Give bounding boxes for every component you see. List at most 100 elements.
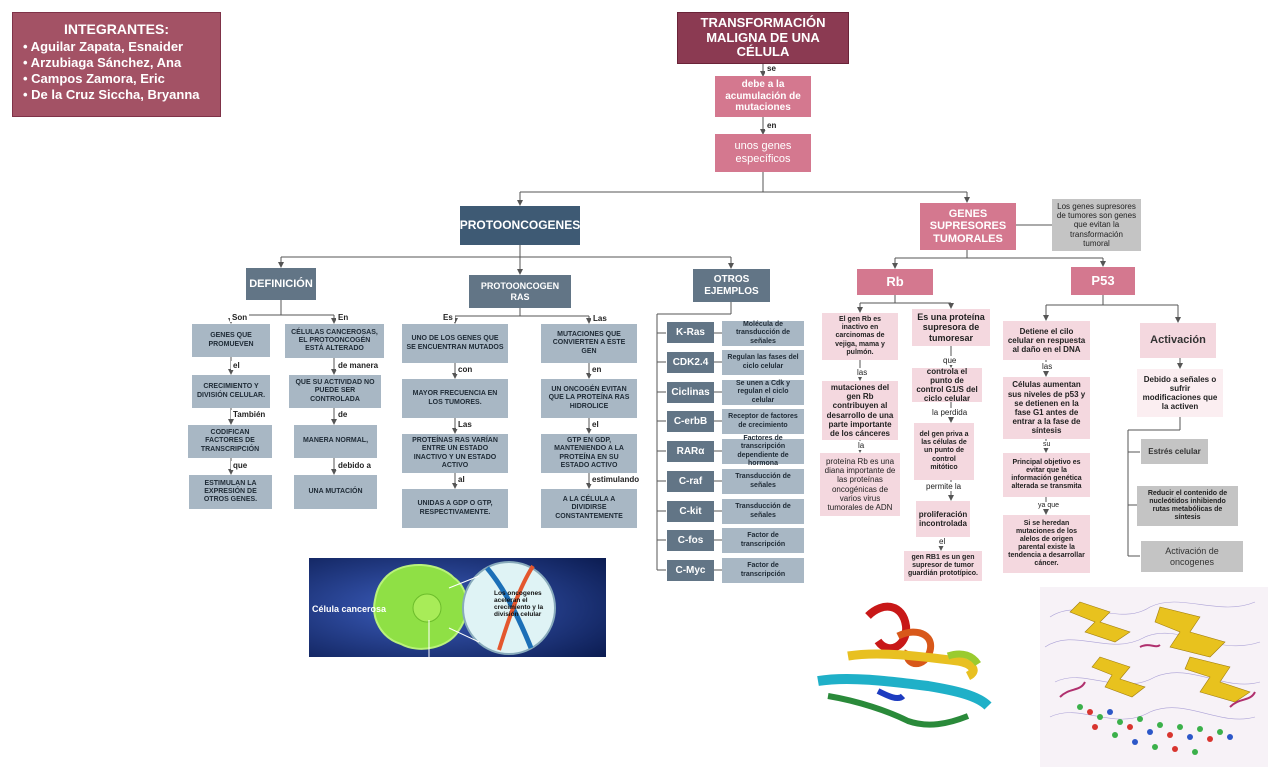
p53-node: P53 (1071, 267, 1135, 295)
gene-c-kit: C-kit (667, 501, 714, 522)
member-3: • Campos Zamora, Eric (23, 71, 165, 86)
label-el-rb: el (937, 537, 948, 546)
integrantes-box: INTEGRANTES: • Aguilar Zapata, Esnaider … (12, 12, 221, 117)
rb1-node: gen RB1 es un gen supresor de tumor guar… (904, 551, 982, 581)
oncogen-evitan-node: UN ONCOGÉN EVITAN QUE LA PROTEÍNA RAS HI… (541, 379, 637, 418)
label-se: se (765, 64, 778, 73)
supresores-note: Los genes supresores de tumores son gene… (1052, 199, 1141, 251)
label-en: en (765, 121, 779, 130)
integrantes-title: INTEGRANTES: (64, 21, 169, 37)
label-con: con (456, 365, 475, 374)
label-de: de (336, 410, 350, 419)
mutaciones-convierten-node: MUTACIONES QUE CONVIERTEN A ESTE GEN (541, 324, 637, 363)
crecimiento-node: CRECIMIENTO Y DIVISIÓN CELULAR. (192, 375, 270, 408)
una-mutacion-node: UNA MUTACIÓN (294, 475, 377, 509)
detiene-node: Detiene el cilo celular en respuesta al … (1003, 321, 1090, 360)
gene-k-ras: K-Ras (667, 322, 714, 343)
member-2: • Arzubiaga Sánchez, Ana (23, 55, 182, 70)
si-heredan-node: Si se heredan mutaciones de los alelos d… (1003, 515, 1090, 573)
label-es: Es (441, 313, 455, 322)
uno-de-los-genes-node: UNO DE LOS GENES QUE SE ENCUENTRAN MUTAD… (402, 324, 508, 363)
gtp-en-gdp-node: GTP EN GDP, MANTENIENDO A LA PROTEÍNA EN… (541, 434, 637, 473)
proteinas-ras-node: PROTEÍNAS RAS VARÍAN ENTRE UN ESTADO INA… (402, 434, 508, 473)
label-en-def: En (336, 313, 351, 322)
unidas-gdp-node: UNIDAS A GDP O GTP, RESPECTIVAMENTE. (402, 489, 508, 528)
desc-c-erbb: Receptor de factores de crecimiento (722, 409, 804, 434)
cancer-cell-image: Célula cancerosa Los oncogenes aceleran … (309, 558, 606, 657)
rb-protein-structure-image (808, 596, 1000, 736)
definicion-node: DEFINICIÓN (246, 268, 316, 300)
desc-c-kit: Transducción de señales (722, 499, 804, 524)
desc-c-fos: Factor de transcripción (722, 528, 804, 553)
gene-c-fos: C-fos (667, 530, 714, 551)
label-que-def: que (231, 461, 250, 470)
protooncogenes-node: PROTOONCOGENES (460, 206, 580, 245)
principal-objetivo-node: Principal objetivo es evitar que la info… (1003, 453, 1090, 497)
genes-supresores-node: GENES SUPRESORES TUMORALES (920, 203, 1016, 250)
que-actividad-node: QUE SU ACTIVIDAD NO PUEDE SER CONTROLADA (289, 375, 381, 408)
desc-c-raf: Transducción de señales (722, 469, 804, 494)
label-las-ras: Las (591, 314, 609, 323)
celula-dividirse-node: A LA CÉLULA A DIVIDIRSE CONSTANTEMENTE (541, 489, 637, 528)
member-4: • De la Cruz Siccha, Bryanna (23, 87, 200, 102)
label-en-ras: en (590, 365, 604, 374)
desc-k-ras: Molécula de transducción de señales (722, 321, 804, 346)
label-las2: Las (456, 420, 474, 429)
celulas-cancerosas-node: CÉLULAS CANCEROSAS, EL PROTOONCOGÉN ESTÁ… (285, 324, 384, 358)
label-tambien: También (231, 410, 268, 419)
proliferacion-node: proliferación incontrolada (916, 501, 970, 537)
label-perdida: la perdida (930, 408, 970, 417)
label-las-rb: las (855, 368, 870, 377)
gene-rar: RARα (667, 441, 714, 462)
rb-inactivo-node: El gen Rb es inactivo en carcinomas de v… (822, 313, 898, 360)
manera-normal-node: MANERA NORMAL, (294, 425, 377, 458)
desc-rar: Factores de transcripción dependiente de… (722, 435, 804, 467)
label-el-def: el (231, 361, 242, 370)
member-1: • Aguilar Zapata, Esnaider (23, 39, 184, 54)
estres-celular-node: Estrés celular (1141, 439, 1208, 464)
rb-node: Rb (857, 269, 933, 295)
debe-node: debe a la acumulación de mutaciones (715, 76, 811, 117)
root-title-node: TRANSFORMACIÓN MALIGNA DE UNA CÉLULA (677, 12, 849, 64)
proteina-rb-node: proteína Rb es una diana importante de l… (820, 453, 900, 516)
label-son: Son (230, 313, 250, 322)
desc-c-myc: Factor de transcripción (722, 558, 804, 583)
label-el-ras: el (590, 420, 601, 429)
label-estimulando: estimulando (590, 475, 642, 484)
label-de-manera: de manera (336, 361, 381, 370)
supresora-node: Es una proteína supresora de tumoresar (912, 309, 990, 346)
desc-ciclinas: Se unen a Cdk y regulan el ciclo celular (722, 380, 804, 405)
del-gen-node: del gen priva a las células de un punto … (914, 423, 974, 480)
label-que-rb: que (941, 356, 959, 365)
reducir-contenido-node: Reducir el contenido de nucleótidos inhi… (1137, 486, 1238, 526)
mutaciones-rb-node: mutaciones del gen Rb contribuyen al des… (822, 381, 898, 440)
estimulan-node: ESTIMULAN LA EXPRESIÓN DE OTROS GENES. (189, 475, 272, 509)
mayor-frecuencia-node: MAYOR FRECUENCIA EN LOS TUMORES. (402, 379, 508, 418)
gene-cdk24: CDK2.4 (667, 352, 714, 373)
label-permite: permite la (924, 482, 964, 491)
oncogene-text: Los oncogenes aceleran el crecimiento y … (494, 590, 544, 619)
genes-que-promueven-node: GENES QUE PROMUEVEN (192, 324, 270, 357)
label-las-p53: las (1040, 362, 1055, 371)
gene-c-raf: C-raf (667, 471, 714, 492)
p53-protein-structure-image (1040, 587, 1268, 767)
gene-c-myc: C-Myc (667, 560, 714, 581)
desc-cdk24: Regulan las fases del ciclo celular (722, 350, 804, 375)
genes-especificos-node: unos genes específicos (715, 134, 811, 172)
label-debido-a: debido a (336, 461, 373, 470)
label-al: al (456, 475, 467, 484)
protooncogen-ras-node: PROTOONCOGEN RAS (469, 275, 571, 308)
activacion-node: Activación (1140, 323, 1216, 358)
gene-c-erbb: C-erbB (667, 411, 714, 432)
otros-ejemplos-node: OTROS EJEMPLOS (693, 269, 770, 302)
cell-label: Célula cancerosa (312, 604, 387, 614)
label-su: su (1041, 441, 1053, 448)
controla-node: controla el punto de control G1/S del ci… (912, 367, 982, 403)
codifican-node: CODIFICAN FACTORES DE TRANSCRIPCIÓN (188, 425, 272, 458)
activacion-oncogenes-node: Activación de oncogenes (1141, 541, 1243, 572)
label-la-rb: la (856, 441, 867, 450)
gene-ciclinas: Ciclinas (667, 382, 714, 403)
label-ya-que: ya que (1036, 502, 1062, 509)
celulas-aumentan-node: Células aumentan sus niveles de p53 y se… (1003, 377, 1090, 439)
